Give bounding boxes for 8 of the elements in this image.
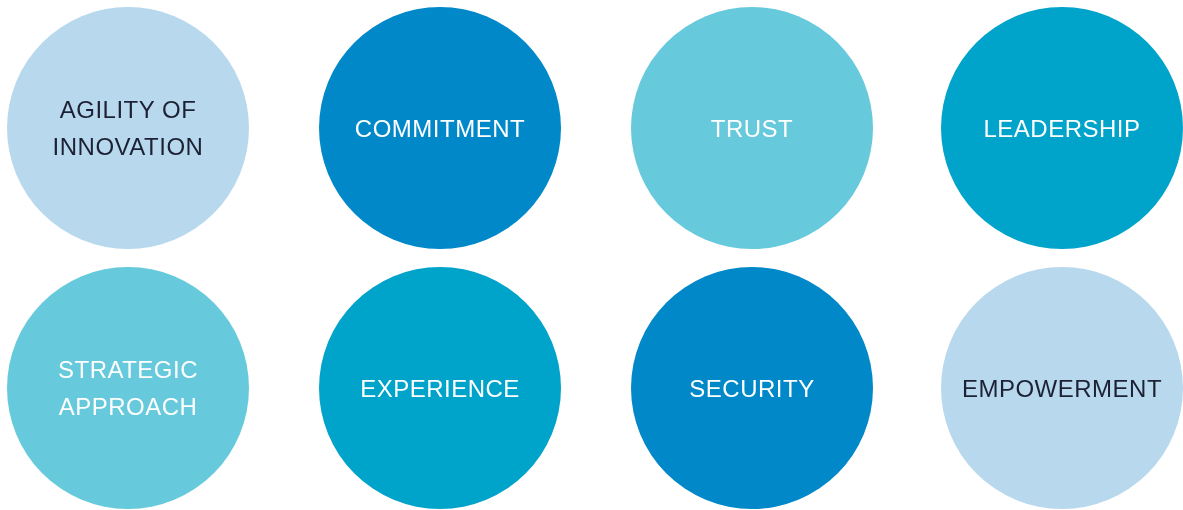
circle-label: EMPOWERMENT — [960, 373, 1164, 404]
circle-label: STRATEGIC APPROACH — [56, 355, 200, 422]
circle-label: TRUST — [709, 113, 795, 144]
circle-label: LEADERSHIP — [982, 113, 1142, 144]
circle-label: COMMITMENT — [353, 113, 527, 144]
circle-label: AGILITY OF INNOVATION — [51, 95, 205, 162]
circle-label: SECURITY — [688, 373, 816, 404]
circle-label: EXPERIENCE — [359, 373, 521, 404]
